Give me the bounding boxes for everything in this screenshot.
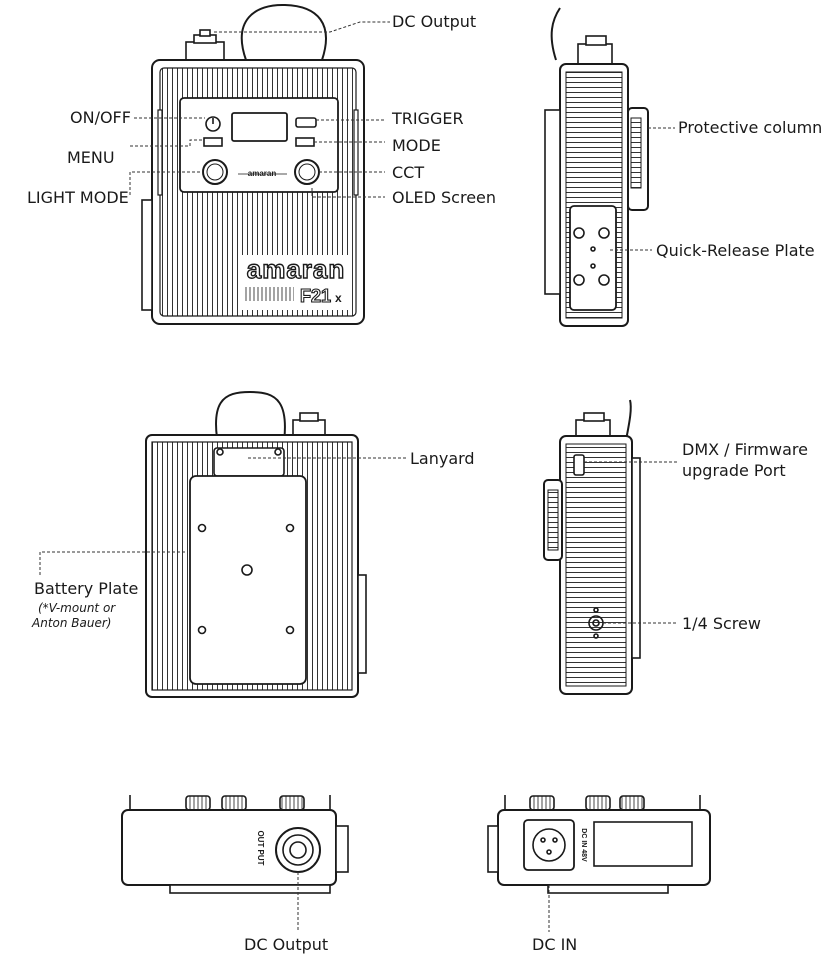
label-dc-in: DC IN <box>532 935 578 954</box>
label-protective-column: Protective column <box>678 118 823 137</box>
label-panel <box>593 821 693 867</box>
front-handle <box>240 3 327 61</box>
bottom-view-left <box>121 795 349 894</box>
bottom-view-right <box>487 795 711 894</box>
output-port-label: OUT PUT <box>256 830 265 865</box>
back-handle <box>215 390 287 456</box>
side-view-left <box>543 399 641 695</box>
back-view <box>145 390 367 698</box>
side-handle-left <box>625 399 632 441</box>
label-oled-screen: OLED Screen <box>392 188 497 207</box>
label-battery-plate-note-2: Anton Bauer) <box>32 616 112 630</box>
label-dc-output-top: DC Output <box>392 12 477 31</box>
side-handle-right <box>550 7 561 61</box>
label-menu: MENU <box>67 148 115 167</box>
label-on-off: ON/OFF <box>70 108 131 127</box>
label-lanyard: Lanyard <box>410 449 475 468</box>
trigger-button <box>295 117 317 128</box>
label-quick-release-plate: Quick-Release Plate <box>656 241 815 260</box>
bottom-left-body <box>121 809 337 886</box>
power-button <box>205 116 221 132</box>
front-view <box>141 3 365 325</box>
dc-in-port <box>523 819 575 871</box>
label-light-mode: LIGHT MODE <box>27 188 129 207</box>
side-view-right <box>544 7 649 327</box>
front-model-suffix: x <box>335 291 342 305</box>
front-brand-small: amaran <box>248 169 277 178</box>
leader-lines <box>39 21 678 932</box>
front-dc-output-connector <box>185 41 225 61</box>
oled-screen <box>231 112 288 142</box>
front-model: F21 <box>300 286 331 306</box>
menu-button <box>203 137 223 147</box>
label-trigger: TRIGGER <box>392 109 464 128</box>
label-mode: MODE <box>392 136 441 155</box>
dc-in-port-label: DC IN 48V <box>580 828 587 862</box>
lanyard-mount <box>213 447 285 477</box>
dmx-port <box>573 454 585 476</box>
label-quarter-screw: 1/4 Screw <box>682 614 761 633</box>
front-brand-large: amaran <box>247 254 346 284</box>
device-markings: amaran amaran F21 x OUT PUT DC IN 48V <box>246 169 587 866</box>
label-dmx-port-line2: upgrade Port <box>682 461 786 480</box>
mode-button <box>295 137 315 147</box>
label-cct: CCT <box>392 163 425 182</box>
label-battery-plate-note-1: (*V-mount or <box>38 601 116 615</box>
label-dmx-port-line1: DMX / Firmware <box>682 440 808 459</box>
quick-release-plate <box>569 205 617 311</box>
label-dc-output-bottom: DC Output <box>244 935 329 954</box>
battery-plate <box>189 475 307 685</box>
label-battery-plate: Battery Plate <box>34 579 139 598</box>
front-side-bracket <box>141 199 153 311</box>
